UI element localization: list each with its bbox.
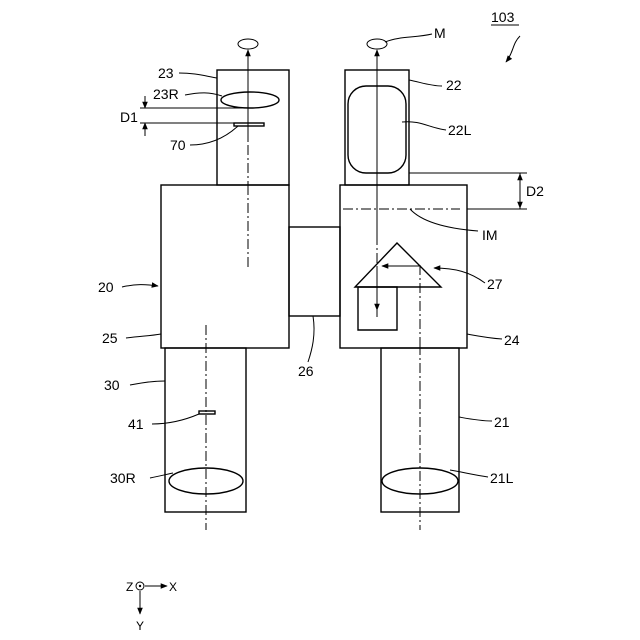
eye-left — [238, 39, 258, 49]
label-30: 30 — [104, 377, 120, 393]
label-70: 70 — [170, 137, 186, 153]
figure-number: 103 — [491, 9, 515, 25]
label-22: 22 — [446, 77, 462, 93]
label-D1: D1 — [120, 109, 138, 125]
label-20: 20 — [98, 279, 114, 295]
leader-M — [385, 34, 432, 42]
label-24: 24 — [504, 332, 520, 348]
leader-22 — [409, 80, 442, 86]
label-23R: 23R — [153, 86, 179, 102]
leader-20 — [122, 285, 158, 287]
leader-70 — [190, 126, 238, 145]
axis-label-y: Y — [136, 619, 144, 633]
leader-IM — [410, 209, 478, 231]
leader-27 — [434, 268, 485, 283]
eyepiece-tube-23 — [217, 70, 289, 185]
label-22L: 22L — [448, 122, 472, 138]
leader-23 — [179, 73, 217, 78]
lens-23R — [221, 92, 279, 108]
eye-right — [367, 39, 387, 49]
leader-26 — [308, 316, 314, 362]
body-25 — [161, 185, 289, 348]
leader-24 — [467, 334, 502, 339]
label-30R: 30R — [110, 470, 136, 486]
label-23: 23 — [158, 65, 174, 81]
label-26: 26 — [298, 363, 314, 379]
label-D2: D2 — [526, 183, 544, 199]
label-21: 21 — [494, 414, 510, 430]
axis-label-x: X — [169, 580, 177, 594]
leader-21 — [459, 417, 492, 421]
z-axis-dot — [139, 585, 141, 587]
leader-30R — [150, 473, 173, 478]
label-IM: IM — [482, 227, 498, 243]
label-27: 27 — [487, 276, 503, 292]
label-21L: 21L — [490, 470, 514, 486]
leader-25 — [126, 334, 161, 338]
label-41: 41 — [128, 416, 144, 432]
leader-41 — [152, 414, 199, 424]
element-41 — [199, 411, 215, 414]
label-25: 25 — [102, 330, 118, 346]
axis-label-z: Z — [126, 580, 133, 594]
prism-27-triangle — [355, 243, 441, 287]
leader-30 — [130, 381, 165, 385]
figure-number-leader — [506, 36, 520, 62]
bridge-26 — [289, 227, 340, 316]
label-M: M — [434, 25, 446, 41]
